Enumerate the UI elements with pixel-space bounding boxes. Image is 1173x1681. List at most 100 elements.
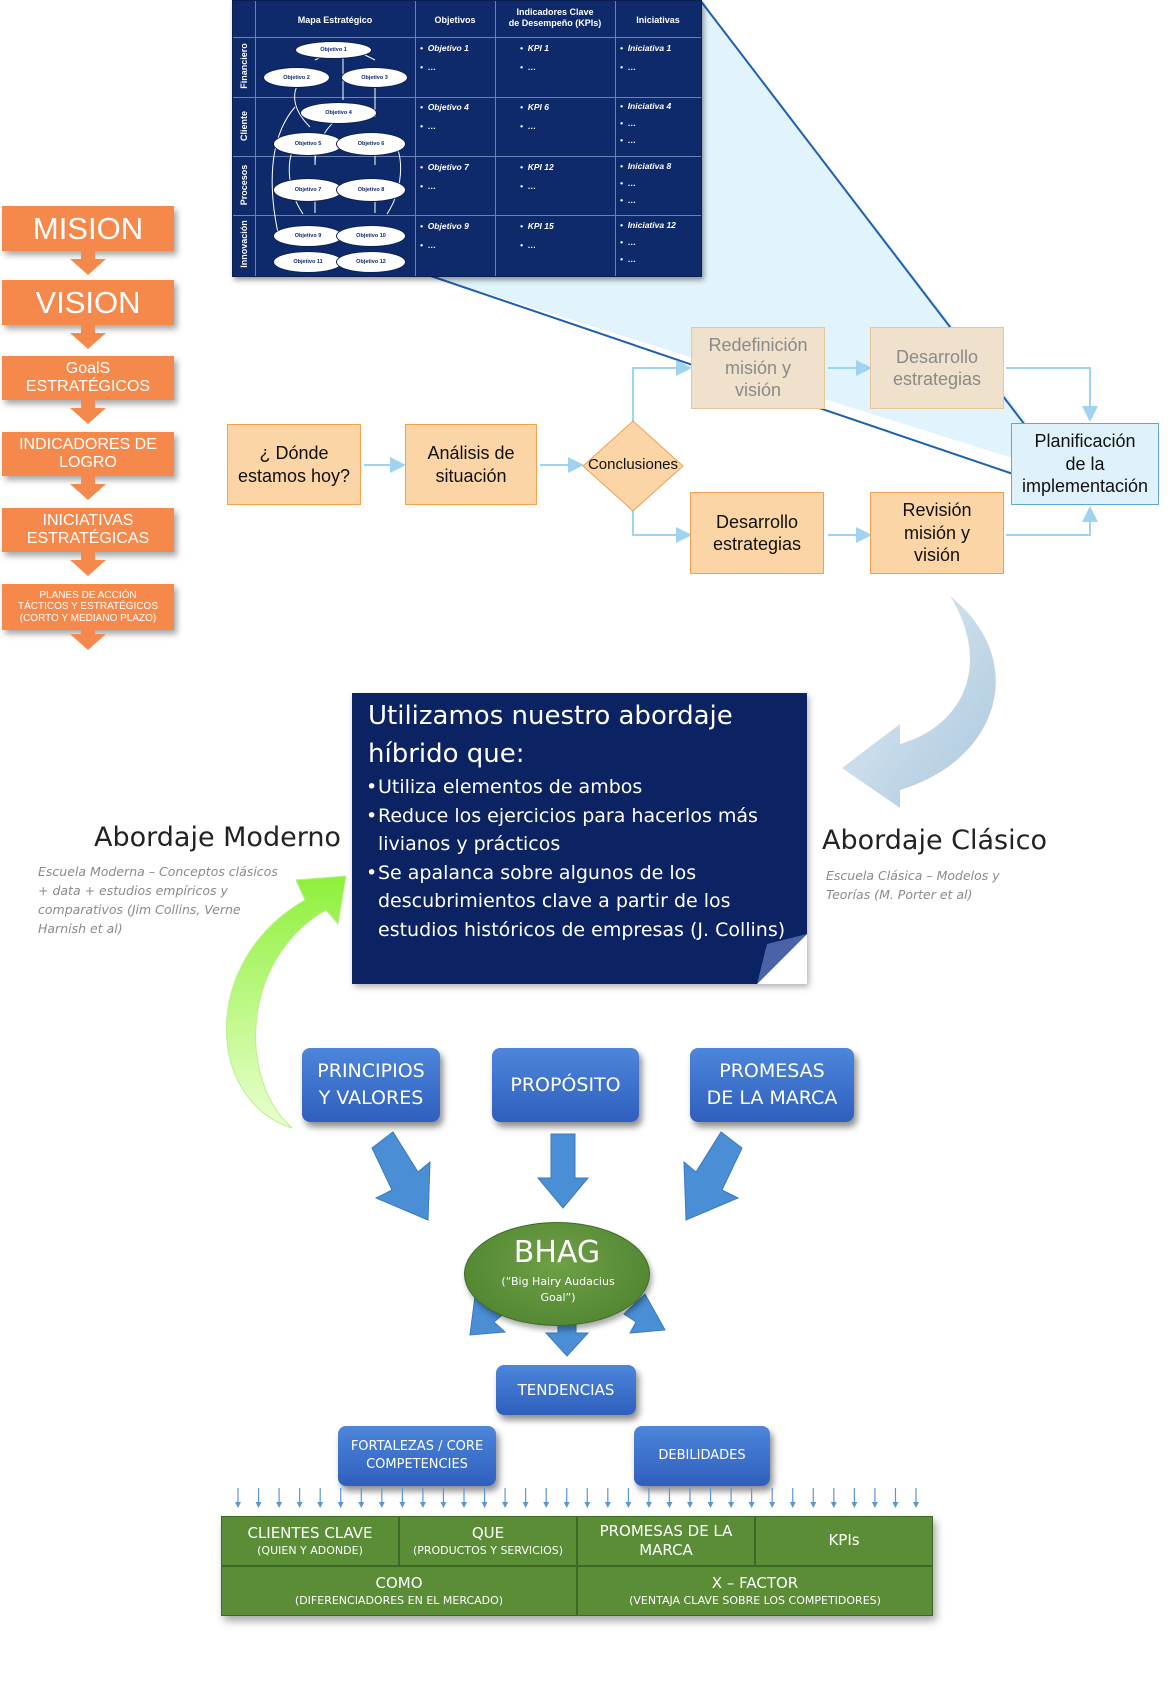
bsc-iniciativas-cliente: • Iniciativa 4 • … • … [620, 101, 672, 145]
bsc-iniciativas-financiero: • Iniciativa 1 • … [620, 43, 672, 72]
down-arrow-icon [563, 1488, 570, 1508]
map-node: Objetivo 5 [273, 132, 343, 156]
box-tendencias: TENDENCIAS [496, 1365, 636, 1415]
map-node: Objetivo 10 [336, 225, 406, 247]
bhag-title: BHAG [513, 1234, 601, 1270]
grid-clientes: CLIENTES CLAVE (QUIEN Y ADONDE) [221, 1516, 399, 1566]
bsc-objetivos-cliente: • Objetivo 4 • … [420, 102, 469, 131]
down-arrow-icon [687, 1488, 693, 1508]
step-iniciativas: INICIATIVAS ESTRATÉGICAS [2, 508, 174, 552]
step-connector [81, 630, 95, 636]
bsc-header-kpis: Indicadores Clave de Desempeño (KPIs) [508, 7, 602, 29]
down-arrow-icon [317, 1488, 324, 1508]
down-arrow-icon [276, 1488, 283, 1508]
bsc-kpis-financiero: • KPI 1 • … [520, 43, 549, 72]
moderno-desc: Escuela Moderna – Conceptos clásicos + d… [38, 864, 278, 936]
map-node: Objetivo 11 [273, 251, 343, 273]
connector-conclusiones-up [632, 360, 692, 422]
flow-conclusiones-diamond [582, 420, 684, 512]
flow-analisis: Análisis de situación [405, 424, 537, 505]
pillar-principios: PRINCIPIOS Y VALORES [302, 1048, 440, 1122]
down-arrow-icon [296, 1488, 303, 1508]
down-arrow-icon [337, 1488, 344, 1508]
bhag-ellipse [464, 1222, 650, 1326]
down-arrow-icon [645, 1488, 652, 1508]
hybrid-bullet: •Reduce los ejercicios para hacerlos más… [366, 804, 758, 856]
down-arrow-icon [255, 1488, 262, 1508]
curved-arrow-clasico [842, 596, 996, 808]
step-goals: GoalS ESTRATÉGICOS [2, 356, 174, 400]
down-arrow-row [232, 1486, 922, 1512]
map-node: Objetivo 4 [300, 102, 377, 124]
folded-corner [757, 934, 807, 984]
down-arrow-icon [892, 1488, 899, 1508]
down-arrow-icon [604, 1488, 611, 1508]
step-connector [81, 251, 95, 261]
bsc-kpis-procesos: • KPI 12 • … [520, 162, 554, 191]
down-arrow-icon [522, 1488, 529, 1508]
moderno-title: Abordaje Moderno [94, 822, 341, 853]
arrow-proposito-bhag [536, 1133, 590, 1209]
flow-conclusiones-label: Conclusiones [587, 455, 679, 473]
grid-como: COMO (DIFERENCIADORES EN EL MERCADO) [221, 1566, 577, 1616]
down-arrow-icon [399, 1488, 406, 1508]
down-arrow-icon [789, 1488, 796, 1508]
bsc-header-objetivos: Objetivos [434, 15, 476, 25]
down-arrow-icon [666, 1488, 673, 1508]
step-indicadores: INDICADORES DE LOGRO [2, 432, 174, 476]
map-node: Objetivo 1 [295, 41, 372, 59]
down-arrow-icon [913, 1488, 919, 1508]
down-arrow-icon [543, 1488, 550, 1508]
chevron-down-icon [70, 259, 106, 275]
down-arrow-icon [871, 1488, 878, 1508]
map-node: Objetivo 2 [263, 67, 330, 88]
bsc-iniciativas-procesos: • Iniciativa 8 • … • … [620, 161, 672, 205]
step-vision: VISION [2, 280, 174, 325]
step-connector [81, 400, 95, 410]
step-planes: PLANES DE ACCIÓN TÁCTICOS Y ESTRATÉGICOS… [2, 584, 174, 630]
chevron-down-icon [70, 408, 106, 424]
arrow-promesas-bhag [683, 1131, 743, 1221]
map-node: Objetivo 8 [336, 178, 406, 202]
connector-desarrollo-plan [1006, 367, 1098, 422]
chevron-down-icon [70, 560, 106, 576]
pillar-promesas: PROMESAS DE LA MARCA [690, 1048, 854, 1122]
clasico-desc: Escuela Clásica – Modelos y Teorías (M. … [826, 868, 1000, 902]
down-arrow-icon [728, 1488, 735, 1508]
bsc-header-mapa: Mapa Estratégico [297, 15, 373, 25]
down-arrow-icon [851, 1488, 858, 1508]
connector-revision-plan [1006, 506, 1098, 536]
down-arrow-icon [481, 1488, 488, 1508]
connector-conclusiones-down [632, 510, 692, 543]
hybrid-title: Utilizamos nuestro abordaje híbrido que: [368, 701, 733, 769]
bsc-objetivos-innovacion: • Objetivo 9 • … [420, 221, 469, 250]
grid-promesas: PROMESAS DE LA MARCA [577, 1516, 755, 1566]
map-node: Objetivo 3 [341, 67, 408, 88]
grid-que: QUE (PRODUCTOS Y SERVICIOS) [399, 1516, 577, 1566]
down-arrow-icon [707, 1488, 714, 1508]
box-fortalezas: FORTALEZAS / CORE COMPETENCIES [338, 1426, 496, 1486]
down-arrow-icon [378, 1488, 385, 1508]
flow-donde-estamos: ¿ Dónde estamos hoy? [227, 424, 361, 505]
bsc-objetivos-procesos: • Objetivo 7 • … [420, 162, 469, 191]
down-arrow-icon [769, 1488, 776, 1508]
chevron-down-icon [70, 634, 106, 650]
curved-arrow-moderno [226, 875, 347, 1129]
pillar-proposito: PROPÓSITO [492, 1048, 639, 1122]
step-mision: MISION [2, 206, 174, 251]
chevron-down-icon [70, 333, 106, 349]
balanced-scorecard-table: Mapa Estratégico Objetivos Indicadores C… [232, 0, 702, 277]
down-arrow-icon [502, 1488, 509, 1508]
flow-desarrollo-top: Desarrollo estrategias [870, 327, 1004, 409]
flow-planificacion: Planificación de la implementación [1011, 423, 1159, 505]
arrow-principios-bhag [371, 1131, 431, 1221]
strategy-grid: CLIENTES CLAVE (QUIEN Y ADONDE) QUE (PRO… [221, 1516, 933, 1616]
flow-desarrollo-bottom: Desarrollo estrategias [690, 492, 824, 574]
hybrid-approach-box: Utilizamos nuestro abordaje híbrido que:… [352, 693, 807, 984]
map-node: Objetivo 6 [336, 132, 406, 156]
down-arrow-icon [810, 1488, 817, 1508]
down-arrow-icon [830, 1488, 837, 1508]
step-connector [81, 325, 95, 335]
arrow-bhag-right [623, 1293, 666, 1334]
down-arrow-icon [748, 1488, 755, 1508]
